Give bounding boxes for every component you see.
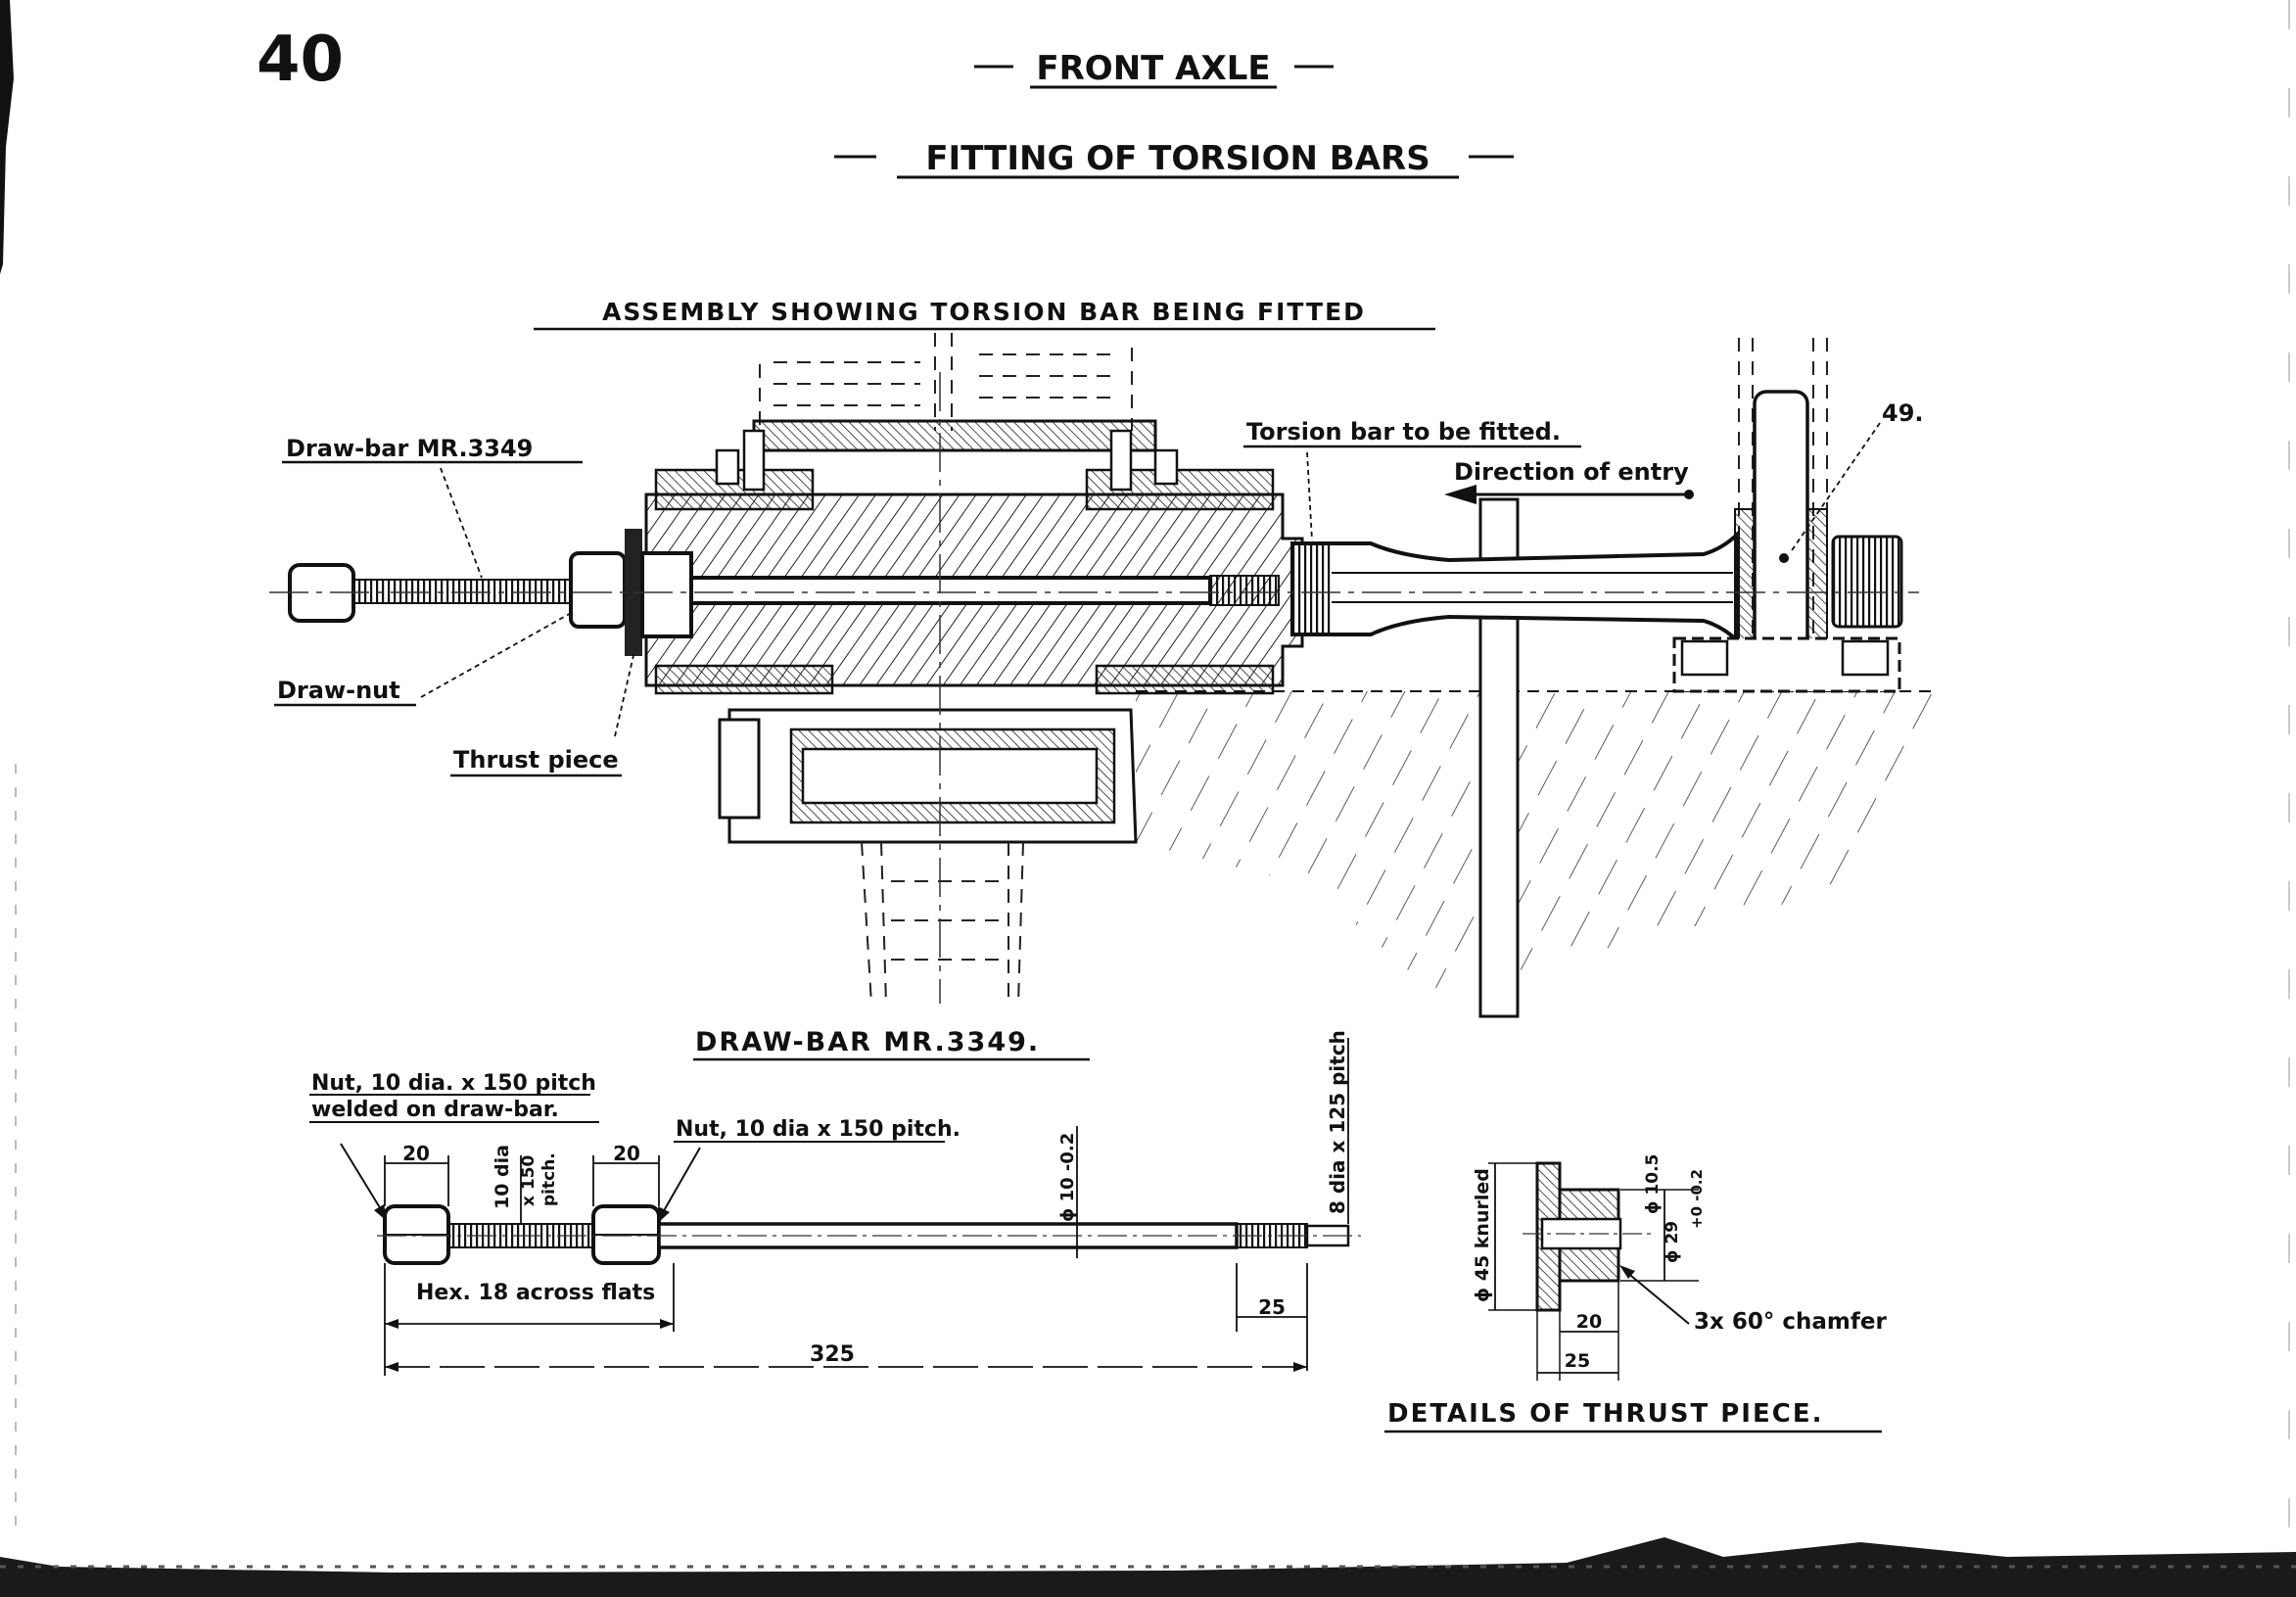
label-nut-loose: Nut, 10 dia x 150 pitch. [676,1117,961,1142]
splined-end [1831,535,1903,629]
label-hex: Hex. 18 across flats [416,1281,655,1305]
draw-nut [569,551,627,629]
lower-flange [654,664,834,695]
page-subtitle: FITTING OF TORSION BARS [925,139,1429,178]
thrust-heading: DETAILS OF THRUST PIECE. [1387,1399,1823,1429]
label-nut-welded-2: welded on draw-bar. [311,1098,559,1122]
draw-bar-rod [689,576,1212,605]
label-knurled: ϕ 45 knurled [1472,1168,1493,1302]
dim-overall: 325 [810,1342,855,1367]
frame-bracket-hatch [1136,691,1934,989]
label-bore: ϕ 10.5 [1643,1154,1663,1214]
dim-thrust-20: 20 [1576,1311,1602,1333]
label-draw-nut: Draw-nut [277,677,400,704]
label-thread-2: x 150 [519,1154,539,1206]
label-boss: ϕ 29 [1663,1221,1682,1263]
label-torsion-bar: Torsion bar to be fitted. [1246,418,1561,446]
page-number: 40 [257,23,344,96]
label-thread-3: pitch. [539,1152,559,1206]
draw-bar-thread [352,579,572,604]
draw-bar-detail: DRAW-BAR MR.3349. Nut, 10 dia. x 150 pit… [309,1027,1361,1376]
scan-edge-shadow [0,0,14,274]
thrust-piece-detail: ϕ 45 knurled ϕ 10.5 ϕ 29 +0 -0.2 20 25 3… [1384,1154,1887,1433]
scan-bottom-noise [0,1537,2296,1597]
label-thrust-piece: Thrust piece [453,746,619,774]
thrust-piece-body [640,551,693,638]
assembly-heading: ASSEMBLY SHOWING TORSION BAR BEING FITTE… [602,298,1366,326]
anchor-bracket [1753,390,1809,658]
dim-end: 25 [1258,1295,1286,1319]
housing-top-cap [752,419,1157,452]
label-rod-dia: ϕ 10 -0.2 [1057,1133,1078,1222]
label-ref-49: 49. [1882,399,1924,427]
label-nut-welded-1: Nut, 10 dia. x 150 pitch [311,1071,596,1096]
label-thread-1: 10 dia [492,1145,513,1209]
dim-nut-b: 20 [613,1142,640,1165]
dim-nut-a: 20 [402,1142,430,1165]
dim-thrust-25: 25 [1565,1350,1590,1372]
draw-bar-heading: DRAW-BAR MR.3349. [695,1027,1040,1057]
label-draw-bar: Draw-bar MR.3349 [286,435,533,462]
label-tol: +0 -0.2 [1688,1169,1706,1229]
lower-flange-right [1095,664,1275,695]
page-title: FRONT AXLE [1036,49,1270,88]
label-chamfer: 3x 60° chamfer [1694,1309,1887,1335]
label-direction: Direction of entry [1454,458,1689,486]
label-end-thread: 8 dia x 125 pitch [1326,1030,1349,1214]
assembly-view: ASSEMBLY SHOWING TORSION BAR BEING FITTE… [269,298,1934,1018]
